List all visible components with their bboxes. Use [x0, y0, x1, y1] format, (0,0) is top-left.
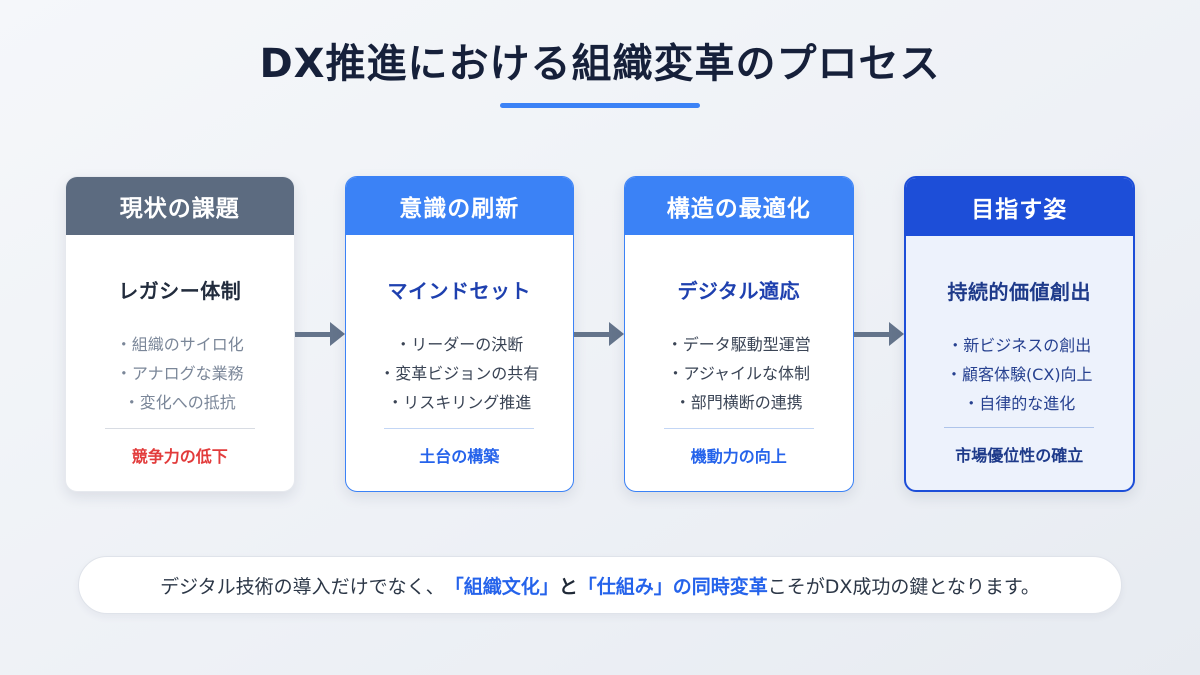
- card-item-list: ・組織のサイロ化 ・アナログな業務 ・変化への抵抗: [116, 330, 244, 417]
- card-subtitle: 持続的価値創出: [947, 280, 1091, 304]
- card-divider: [663, 428, 814, 429]
- note-connector: と: [558, 575, 578, 598]
- note-highlight: 「仕組み」: [577, 575, 673, 598]
- card-body: マインドセット ・リーダーの決断 ・変革ビジョンの共有 ・リスキリング推進 土台…: [346, 235, 574, 491]
- arrow-shaft: [853, 331, 889, 337]
- list-item: ・変化への抵抗: [123, 393, 236, 412]
- card-footer: 競争力の低下: [131, 447, 228, 466]
- card-body: レガシー体制 ・組織のサイロ化 ・アナログな業務 ・変化への抵抗 競争力の低下: [66, 235, 294, 491]
- page-title: DX推進における組織変革のプロセス: [259, 41, 941, 87]
- card-header: 目指す姿: [905, 178, 1133, 236]
- process-cards-row: 現状の課題 レガシー体制 ・組織のサイロ化 ・アナログな業務 ・変化への抵抗 競…: [65, 176, 1135, 492]
- list-item: ・アジャイルな体制: [667, 364, 811, 383]
- list-item: ・部門横断の連携: [674, 393, 803, 412]
- arrow-head: [609, 322, 624, 346]
- card-item-list: ・新ビジネスの創出 ・顧客体験(CX)向上 ・自律的な進化: [946, 331, 1093, 418]
- card-item-list: ・データ駆動型運営 ・アジャイルな体制 ・部門横断の連携: [667, 330, 811, 417]
- card-item-list: ・リーダーの決断 ・変革ビジョンの共有 ・リスキリング推進: [379, 330, 539, 417]
- card-divider: [104, 428, 255, 429]
- list-item: ・顧客体験(CX)向上: [945, 365, 1093, 384]
- card-subtitle: デジタル適応: [677, 279, 801, 303]
- card-body: デジタル適応 ・データ駆動型運営 ・アジャイルな体制 ・部門横断の連携 機動力の…: [625, 235, 853, 491]
- card-footer: 機動力の向上: [690, 447, 787, 466]
- arrow-right-icon: [853, 322, 904, 346]
- card-structure-optimization: 構造の最適化 デジタル適応 ・データ駆動型運営 ・アジャイルな体制 ・部門横断の…: [624, 176, 854, 492]
- list-item: ・リーダーの決断: [395, 335, 524, 354]
- card-header: 現状の課題: [66, 177, 294, 235]
- arrow-head: [888, 322, 904, 346]
- card-footer: 土台の構築: [419, 447, 500, 466]
- arrow-head: [329, 322, 345, 346]
- arrow-right-icon: [294, 322, 345, 346]
- list-item: ・データ駆動型運営: [666, 335, 811, 354]
- note-text: デジタル技術の導入だけでなく、: [160, 575, 445, 598]
- card-divider: [944, 427, 1095, 428]
- card-footer: 市場優位性の確立: [955, 446, 1084, 465]
- card-header: 意識の刷新: [345, 177, 573, 235]
- card-divider: [384, 428, 535, 429]
- list-item: ・リスキリング推進: [387, 393, 532, 412]
- card-body: 持続的価値創出 ・新ビジネスの創出 ・顧客体験(CX)向上 ・自律的な進化 市場…: [906, 236, 1134, 490]
- card-target-vision: 目指す姿 持続的価値創出 ・新ビジネスの創出 ・顧客体験(CX)向上 ・自律的な…: [903, 176, 1135, 492]
- note-highlight: 「組織文化」: [444, 575, 559, 598]
- card-subtitle: マインドセット: [387, 279, 531, 303]
- note-text: こそがDX成功の鍵となります。: [767, 575, 1040, 598]
- title-underline: [500, 103, 700, 108]
- page-header: DX推進における組織変革のプロセス: [0, 0, 1200, 108]
- card-mindset-renewal: 意識の刷新 マインドセット ・リーダーの決断 ・変革ビジョンの共有 ・リスキリン…: [344, 176, 574, 492]
- arrow-right-icon: [574, 322, 624, 346]
- card-subtitle: レガシー体制: [118, 279, 242, 303]
- key-message-banner: デジタル技術の導入だけでなく、「組織文化」と「仕組み」の同時変革こそがDX成功の…: [78, 556, 1122, 614]
- card-current-issues: 現状の課題 レガシー体制 ・組織のサイロ化 ・アナログな業務 ・変化への抵抗 競…: [65, 176, 295, 492]
- note-highlight: の同時変革: [672, 575, 768, 598]
- list-item: ・アナログな業務: [115, 364, 244, 383]
- arrow-shaft: [294, 331, 330, 337]
- list-item: ・変革ビジョンの共有: [379, 364, 540, 383]
- card-header: 構造の最適化: [625, 177, 853, 235]
- list-item: ・自律的な進化: [963, 394, 1076, 413]
- list-item: ・新ビジネスの創出: [947, 336, 1092, 355]
- arrow-shaft: [574, 331, 609, 337]
- list-item: ・組織のサイロ化: [115, 335, 244, 354]
